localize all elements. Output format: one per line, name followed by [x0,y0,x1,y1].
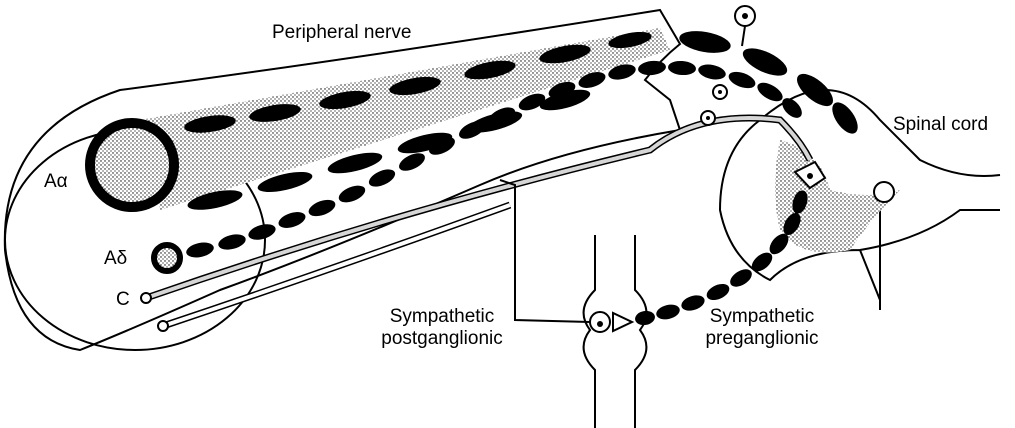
peripheral-nerve-label: Peripheral nerve [272,22,412,43]
a-alpha-nucleus [742,13,748,19]
a-alpha-axon [140,28,670,210]
a-alpha-label: Aα [44,171,68,192]
a-delta-nucleus [718,90,722,94]
sympathetic-postganglionic-line2: postganglionic [381,328,503,349]
sympathetic-preganglionic-line1: Sympathetic [709,306,815,327]
nerve-sheath-outline [3,8,682,352]
sympathetic-postganglionic-line1: Sympathetic [389,306,495,327]
a-delta-cross-section [151,242,183,274]
a-delta-label: Aδ [104,248,128,269]
preganglionic-nucleus [807,173,813,179]
c-fiber-nucleus [706,116,710,120]
c-fiber-upper-core [145,116,812,300]
a-delta-myelin [186,60,802,258]
synapse-triangle [612,311,635,333]
a-alpha-stem [741,25,746,47]
c-fiber-label: C [116,289,130,310]
c-fiber-lower-core [162,203,511,328]
a-alpha-dorsal-root [679,31,858,134]
sympathetic-ganglion-nucleus [597,321,603,327]
sympathetic-preganglionic-line2: preganglionic [705,328,819,349]
c-fiber-cross-section-2 [157,320,169,332]
sympathetic-ganglion-column [582,235,648,428]
sympathetic-preganglionic-fiber [635,190,808,326]
spinal-cord-label: Spinal cord [893,114,989,135]
a-alpha-cross-section [85,118,179,212]
sympathetic-postganglionic-fiber [499,179,591,323]
sympathetic-preganglionic-label: Sympathetic preganglionic [692,306,832,350]
sympathetic-postganglionic-label: Sympathetic postganglionic [372,306,512,350]
central-canal [873,181,895,203]
c-fiber-cross-section-1 [140,292,152,304]
a-alpha-myelin-upper [184,31,652,133]
